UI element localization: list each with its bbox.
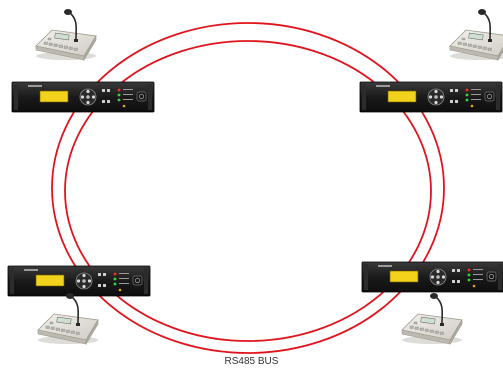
rack-unit-icon xyxy=(12,82,154,112)
node-top-left xyxy=(12,9,154,112)
bus-line-outer xyxy=(52,23,444,353)
bus-caption: RS485 BUS xyxy=(0,356,503,367)
rack-unit-icon xyxy=(360,82,502,112)
rack-unit-icon xyxy=(8,266,150,296)
rack-unit-icon xyxy=(362,262,503,292)
desk-microphone-icon xyxy=(402,293,462,344)
desk-microphone-icon xyxy=(450,9,503,60)
desk-microphone-icon xyxy=(38,293,98,344)
rs485-bus-ring xyxy=(52,23,444,353)
desk-microphone-icon xyxy=(36,9,96,60)
node-top-right xyxy=(360,9,503,112)
node-bottom-right xyxy=(362,262,503,344)
